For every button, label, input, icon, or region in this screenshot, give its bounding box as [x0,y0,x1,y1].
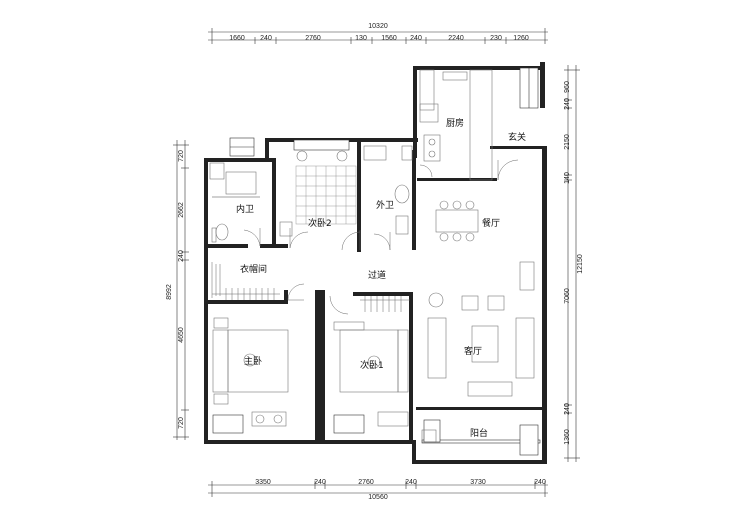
room-label-hallway: 过道 [368,269,386,281]
bottom-dim-6: 240 [534,479,546,486]
exterior-walls [204,62,547,464]
right-dim-6: 240 [564,403,571,415]
left-dim-2: 2662 [178,202,185,218]
furniture [209,69,535,443]
bottom-dim-1: 3350 [255,479,271,486]
bottom-total-dim: 10560 [368,494,388,501]
room-label-master-bedroom: 主卧 [244,355,262,367]
right-dim-4: 140 [564,172,571,184]
left-dim-4: 4650 [178,327,185,343]
bottom-dimension-chain: 3350 240 2760 240 3730 240 10560 [208,479,548,501]
left-dim-3: 240 [178,250,185,262]
top-dim-7: 2240 [448,35,464,42]
left-dim-5: 720 [178,417,185,429]
left-total-dim: 8992 [166,284,173,300]
room-label-kitchen: 厨房 [446,117,464,129]
bottom-dim-3: 2760 [358,479,374,486]
right-dim-5: 7060 [564,288,571,304]
right-total-dim: 12150 [577,254,584,274]
room-label-living-room: 客厅 [464,345,482,357]
right-dim-3: 2150 [564,134,571,150]
top-dim-5: 1560 [381,35,397,42]
top-dimension-chain: 10320 1660 240 2760 130 1560 240 2240 23… [208,23,548,44]
bottom-dim-2: 240 [314,479,326,486]
room-label-inner-bath: 内卫 [236,203,254,215]
top-dim-3: 2760 [305,35,321,42]
windows [212,67,541,456]
right-dimension-chain: 960 240 2150 140 7060 240 1360 12150 [564,65,584,462]
top-dim-9: 1260 [513,35,529,42]
top-dim-1: 1660 [229,35,245,42]
interior-walls [204,142,542,444]
left-dimension-chain: 8992 720 2662 240 4650 720 [166,140,189,440]
doors [243,159,519,315]
left-dim-1: 720 [178,150,185,162]
room-label-balcony: 阳台 [470,427,488,439]
right-dim-1: 960 [564,81,571,93]
right-dim-7: 1360 [564,429,571,445]
bottom-dim-5: 3730 [470,479,486,486]
room-label-dining: 餐厅 [482,217,500,229]
room-labels: 厨房 玄关 内卫 次卧2 外卫 餐厅 衣帽间 过道 主卧 次卧1 客厅 阳台 [236,117,526,439]
top-dim-8: 230 [490,35,502,42]
room-label-entrance: 玄关 [508,131,526,143]
right-dim-2: 240 [564,98,571,110]
top-dim-2: 240 [260,35,272,42]
room-label-bedroom1: 次卧1 [360,359,384,371]
top-dim-4: 130 [355,35,367,42]
room-label-closet: 衣帽间 [240,263,267,275]
bottom-dim-4: 240 [405,479,417,486]
room-label-bedroom2: 次卧2 [308,217,332,229]
top-total-dim: 10320 [368,23,388,30]
room-label-outer-bath: 外卫 [376,199,394,211]
top-dim-6: 240 [410,35,422,42]
